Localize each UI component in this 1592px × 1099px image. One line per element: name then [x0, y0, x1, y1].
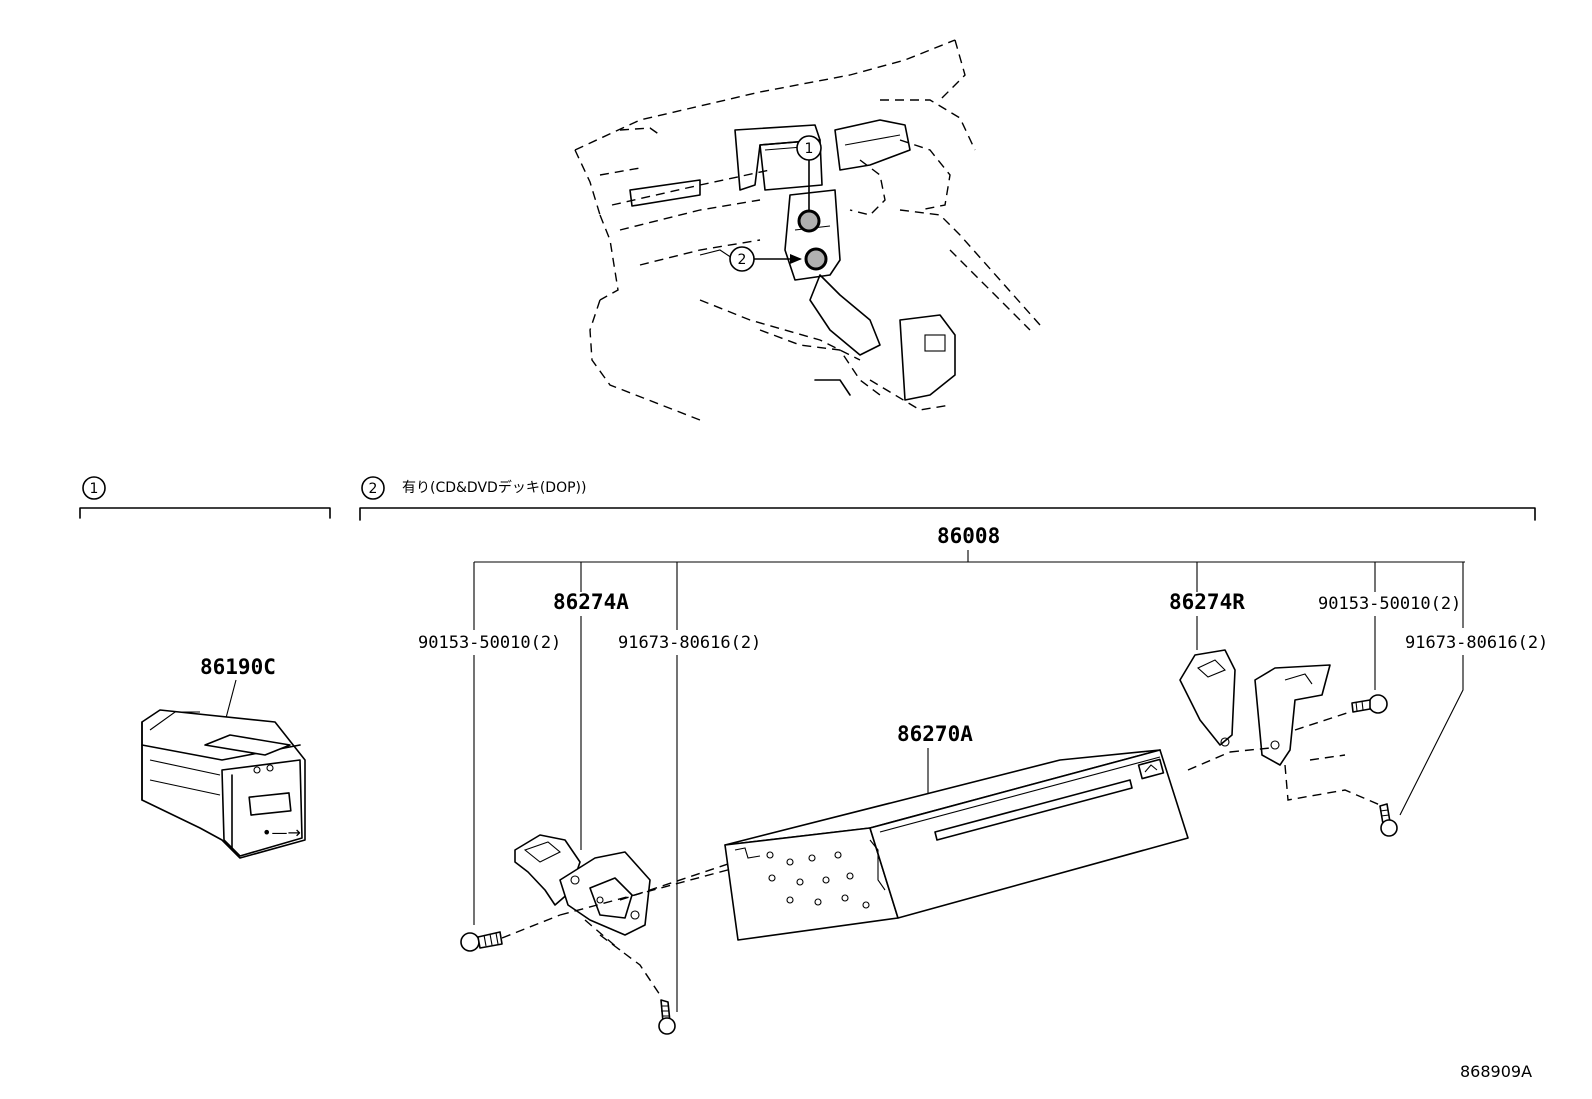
bolt-left — [658, 999, 676, 1035]
section-2-title: 有り(CD&DVDデッキ(DOP)) — [402, 479, 586, 496]
bolt-right — [1379, 803, 1398, 837]
figure-reference: 868909A — [1460, 1062, 1532, 1081]
part-label-screw-right: 90153-50010(2) — [1318, 594, 1461, 614]
bracket-86274r-front — [1254, 664, 1331, 766]
disc-slot — [934, 779, 1133, 841]
callout-circle-2 — [729, 246, 755, 272]
part-label-86008: 86008 — [937, 524, 1000, 548]
part-label-screw-left: 90153-50010(2) — [418, 633, 561, 653]
bracket-86274a-front — [559, 851, 651, 936]
side-mounting-holes — [734, 839, 886, 909]
usb-slot — [248, 792, 292, 816]
left-bracket-hardware — [460, 616, 741, 1035]
part-label-86270a: 86270A — [897, 722, 973, 746]
bracket-86274r-rear — [1179, 649, 1236, 746]
section-2-header: 2 有り(CD&DVDデッキ(DOP)) — [359, 476, 1536, 521]
section-2-number: 2 — [369, 481, 378, 497]
eject-button — [1137, 758, 1165, 780]
right-bracket-hardware — [1179, 616, 1464, 837]
part-label-86274a: 86274A — [553, 590, 629, 614]
assembly-leader-lines: 86008 — [473, 524, 1465, 630]
screw-left — [460, 931, 503, 952]
section-1-number: 1 — [90, 481, 99, 497]
part-label-bolt-right: 91673-80616(2) — [1405, 633, 1548, 653]
part-label-86190c: 86190C — [200, 655, 276, 679]
callout-1-number: 1 — [805, 141, 814, 157]
usb-icon: •—→ — [262, 823, 301, 842]
dashboard-overview-illustration: 1 2 — [574, 39, 1041, 421]
section-1-header: 1 — [79, 476, 331, 519]
part-label-bolt-left: 91673-80616(2) — [618, 633, 761, 653]
usb-port-assembly: 86190C •—→ — [141, 655, 306, 859]
cd-dvd-deck — [724, 748, 1189, 941]
part-label-86274r: 86274R — [1169, 590, 1245, 614]
location-marker-1 — [797, 209, 821, 233]
callout-circle-1 — [796, 135, 822, 161]
callout-2-number: 2 — [738, 252, 747, 268]
location-marker-2 — [804, 247, 828, 271]
screw-right — [1351, 694, 1388, 714]
